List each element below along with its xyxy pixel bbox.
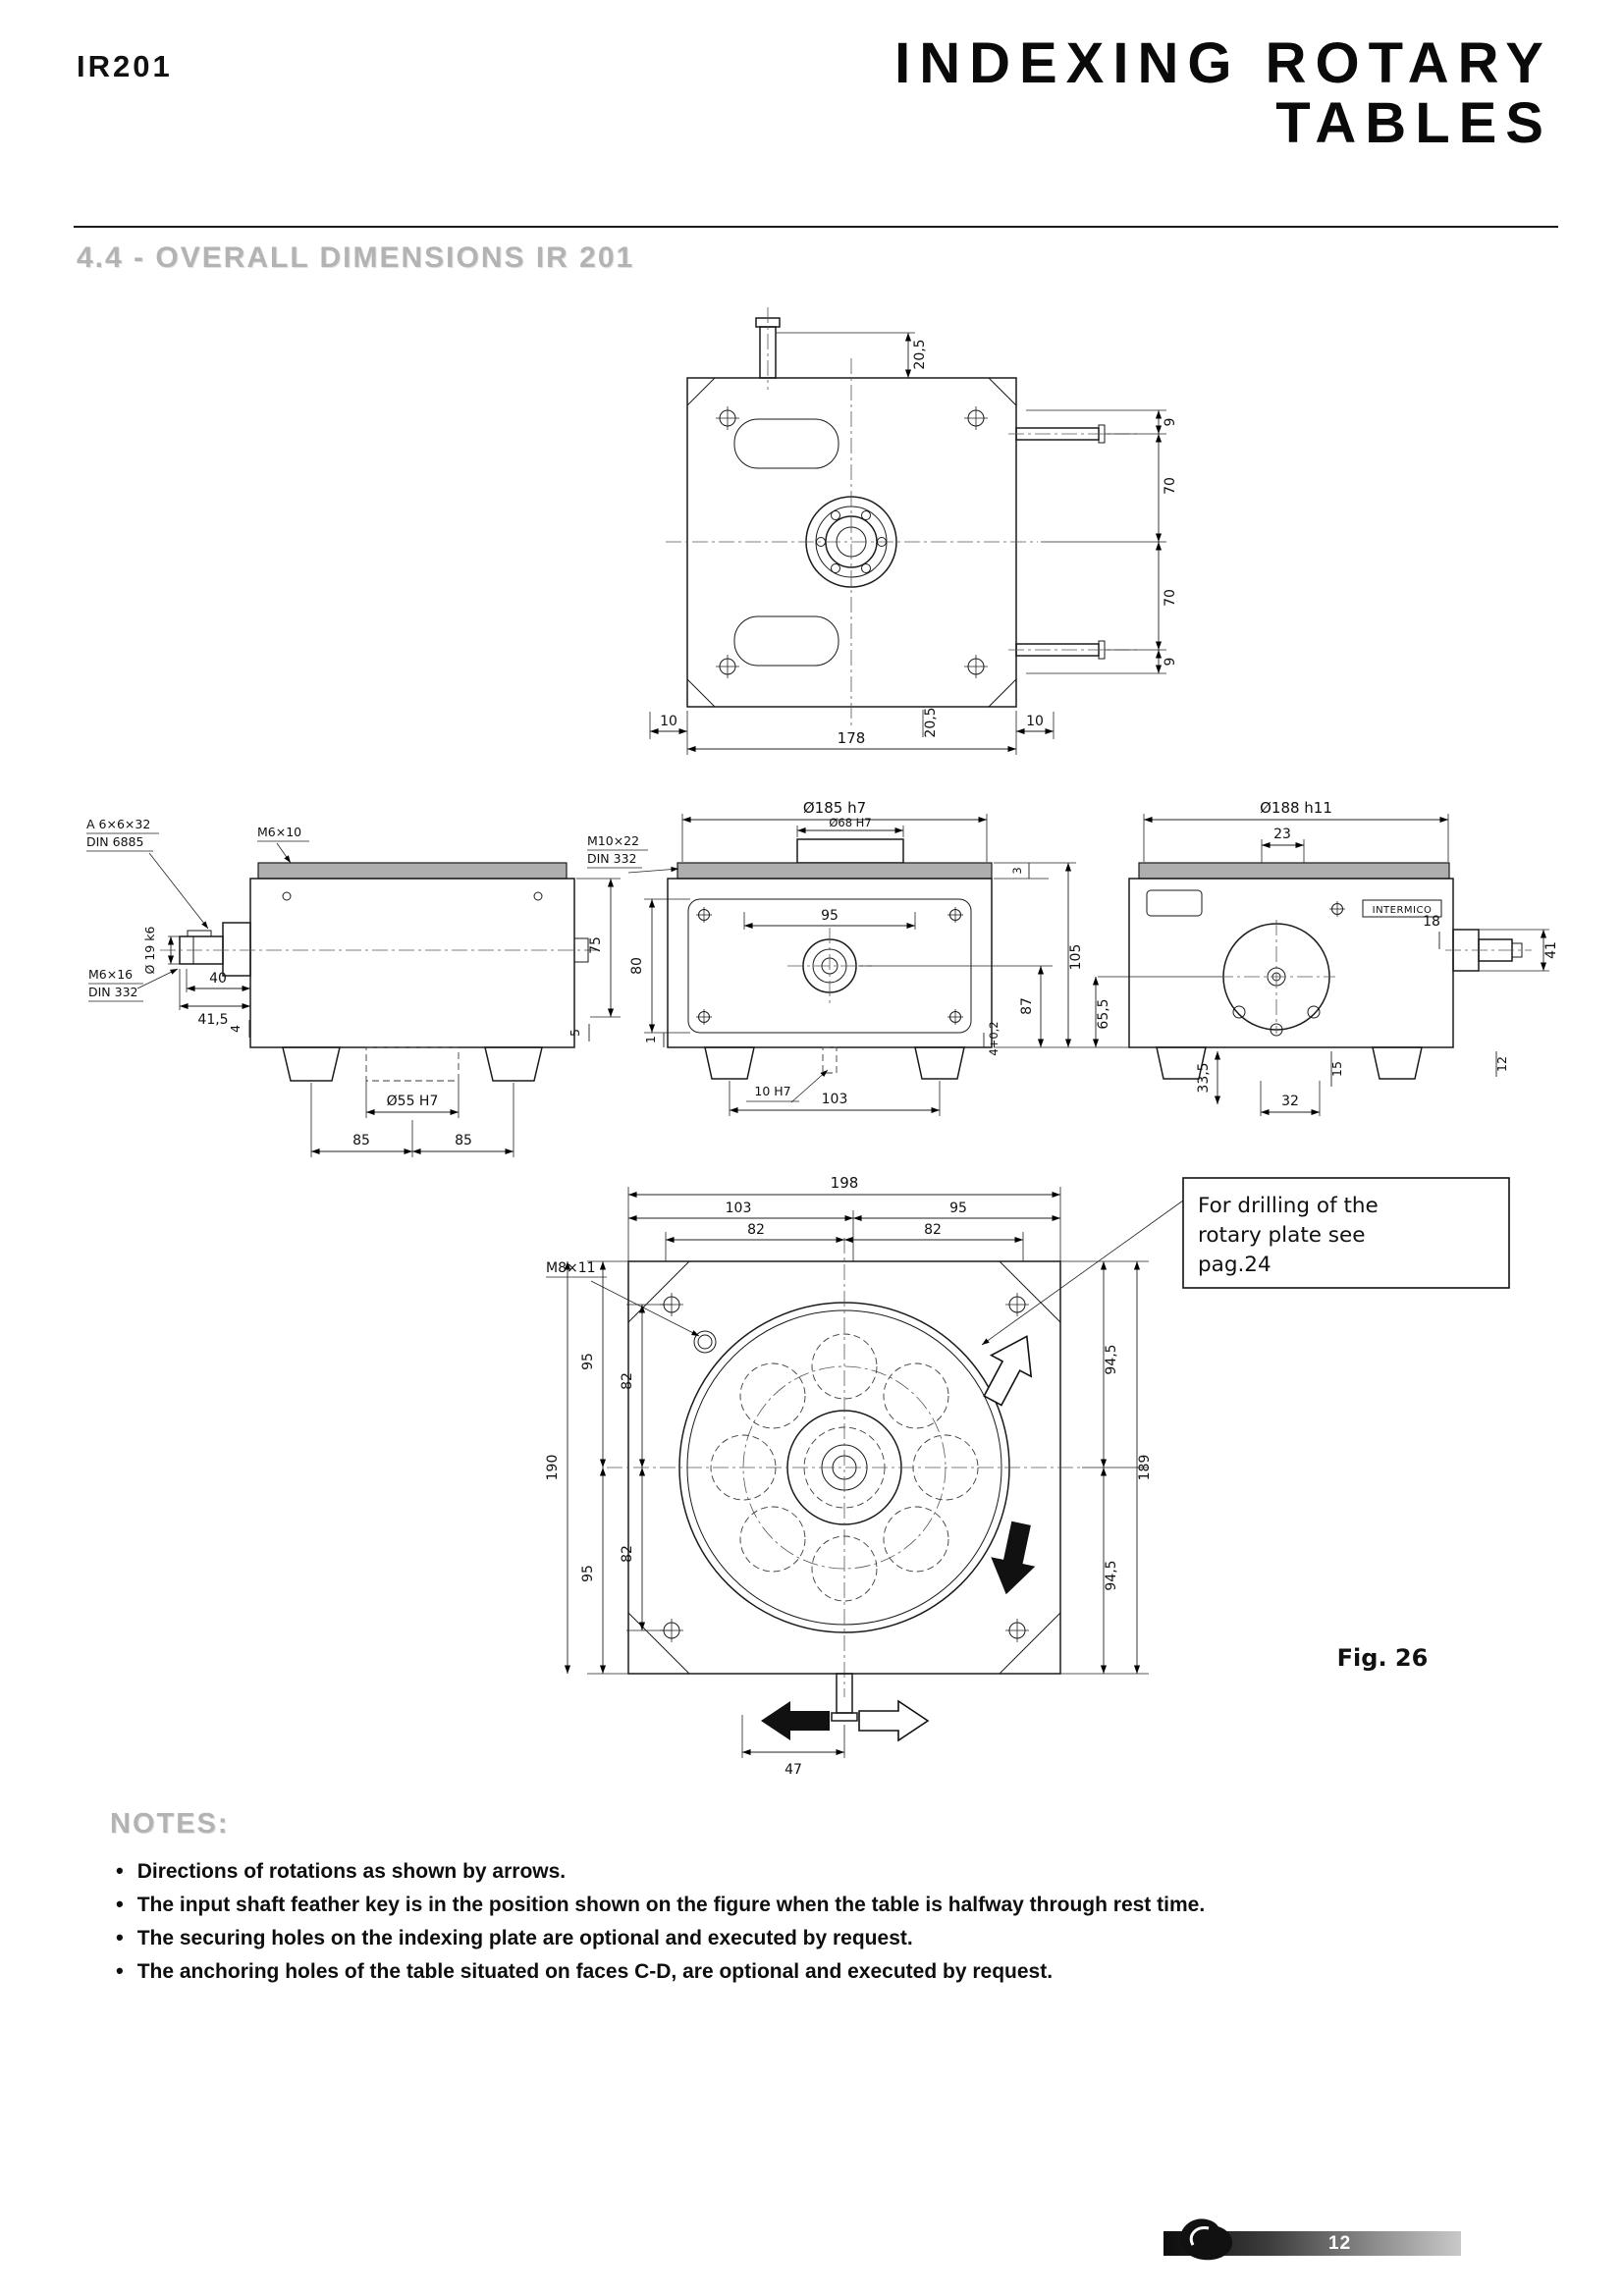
thread-spec-label: DIN 332 <box>587 851 637 866</box>
dim-label: 10 H7 <box>754 1084 790 1098</box>
dim-label: 85 <box>455 1133 472 1148</box>
dim-label: 33,5 <box>1196 1062 1212 1093</box>
dim-label: Ø 19 k6 <box>142 927 157 975</box>
key-spec-label: A 6×6×32 <box>86 817 150 831</box>
thread-spec-label: DIN 332 <box>88 985 138 999</box>
dim-label: 40 <box>209 971 227 987</box>
dim-label: 82 <box>747 1222 765 1238</box>
dim-label: 32 <box>1281 1094 1299 1109</box>
dim-label: 95 <box>580 1353 596 1370</box>
dim-label: 15 <box>1329 1061 1344 1077</box>
callout-line3: pag.24 <box>1198 1253 1271 1277</box>
dim-label: Ø185 h7 <box>803 799 866 817</box>
dim-label: 178 <box>838 729 866 747</box>
dim-label: Ø68 H7 <box>829 816 871 829</box>
dim-label: 41,5 <box>197 1012 228 1028</box>
dim-label: 18 <box>1423 914 1440 930</box>
dim-label: 20,5 <box>912 339 928 369</box>
technical-drawing: 20,5 9 70 70 9 10 10 178 20,5 <box>86 307 1559 1778</box>
thread-spec-label: M6×16 <box>88 967 133 982</box>
note-text: The input shaft feather key is in the po… <box>136 1894 1206 1916</box>
figure-caption: Fig. 26 <box>1337 1644 1429 1672</box>
dim-label: 65,5 <box>1096 998 1111 1029</box>
dim-label: 23 <box>1273 827 1291 842</box>
callout-box: For drilling of the rotary plate see pag… <box>981 1177 1510 1346</box>
note-text: The anchoring holes of the table situate… <box>136 1960 1054 1983</box>
top-view: 20,5 9 70 70 9 10 10 178 20,5 <box>649 307 1178 755</box>
dim-label: 3 <box>1010 867 1024 874</box>
dim-label: 1 <box>643 1036 658 1043</box>
header-divider <box>74 226 1558 228</box>
dim-label: 70 <box>1163 589 1178 607</box>
notes-heading: NOTES: <box>110 1808 230 1840</box>
dim-label: 82 <box>620 1372 635 1390</box>
dim-label: 70 <box>1163 477 1178 495</box>
dim-label: 9 <box>1163 418 1178 427</box>
brand-logo-icon <box>1179 2218 1233 2261</box>
callout-line1: For drilling of the <box>1198 1194 1379 1218</box>
dim-label: 103 <box>726 1201 752 1216</box>
right-side-view: INTERMICO Ø188 h11 23 18 41 33,5 <box>1128 799 1559 1116</box>
page-title-line2: TABLES <box>1275 91 1552 156</box>
front-view: Ø185 h7 Ø68 H7 M10×22 DIN 332 95 80 1 10… <box>587 799 1223 1116</box>
page-title: INDEXING ROTARY TABLES <box>894 33 1552 154</box>
dim-label: 9 <box>1163 658 1178 667</box>
page-title-line1: INDEXING ROTARY <box>894 31 1552 95</box>
dim-label: 41 <box>1543 941 1559 959</box>
section-heading: 4.4 - OVERALL DIMENSIONS IR 201 <box>77 241 635 274</box>
dim-label: 10 <box>1026 714 1044 729</box>
dim-label: 82 <box>924 1222 942 1238</box>
brand-label: INTERMICO <box>1373 905 1433 916</box>
dim-label: 12 <box>1494 1056 1509 1072</box>
model-code: IR201 <box>77 49 173 83</box>
dim-label: 20,5 <box>923 707 939 737</box>
thread-spec-label: M6×10 <box>257 825 301 839</box>
dim-label: 95 <box>821 908 839 924</box>
rotation-arrow-up-icon <box>983 1335 1033 1407</box>
thread-spec-label: M8×11 <box>546 1260 596 1276</box>
key-spec-label: DIN 6885 <box>86 834 143 849</box>
rotation-arrow-down-icon <box>991 1521 1036 1595</box>
thread-spec-label: M10×22 <box>587 833 639 848</box>
dim-label: 198 <box>831 1174 859 1192</box>
note-item: The securing holes on the indexing plate… <box>116 1925 913 1950</box>
dim-label: 95 <box>580 1565 596 1582</box>
dim-label: 94,5 <box>1104 1560 1119 1590</box>
dim-label: 47 <box>784 1762 802 1778</box>
dim-label: 5 <box>568 1029 582 1037</box>
rotation-arrow-left-icon <box>761 1701 830 1740</box>
rotation-arrow-right-icon <box>858 1699 930 1742</box>
dim-label: 189 <box>1137 1455 1153 1481</box>
note-text: Directions of rotations as shown by arro… <box>136 1860 567 1883</box>
dim-label: 85 <box>352 1133 370 1148</box>
dim-label: 95 <box>949 1201 967 1216</box>
dim-label: Ø55 H7 <box>387 1094 439 1109</box>
left-side-view: A 6×6×32 DIN 6885 M6×10 Ø 19 k6 M6×16 DI… <box>86 817 621 1157</box>
dim-label: 10 <box>660 714 677 729</box>
callout-line2: rotary plate see <box>1198 1223 1365 1248</box>
dim-label: 105 <box>1068 944 1084 971</box>
dim-label: 4+0,2 <box>987 1021 1001 1055</box>
dim-label: Ø188 h11 <box>1260 799 1332 817</box>
note-item: The anchoring holes of the table situate… <box>116 1958 1053 1984</box>
note-item: The input shaft feather key is in the po… <box>116 1892 1205 1917</box>
dim-label: 82 <box>620 1545 635 1563</box>
note-text: The securing holes on the indexing plate… <box>136 1927 913 1949</box>
dim-label: 80 <box>629 957 645 975</box>
dim-label: 103 <box>822 1092 848 1107</box>
page-number: 12 <box>1328 2233 1352 2254</box>
dim-label: 190 <box>545 1455 561 1481</box>
dim-label: 87 <box>1019 997 1035 1015</box>
dim-label: 75 <box>588 936 604 954</box>
dim-label: 4 <box>228 1025 243 1033</box>
bottom-view: 198 103 95 82 82 M8×11 82 82 95 95 190 <box>545 1174 1153 1778</box>
note-item: Directions of rotations as shown by arro… <box>116 1858 566 1884</box>
dim-label: 94,5 <box>1104 1344 1119 1374</box>
